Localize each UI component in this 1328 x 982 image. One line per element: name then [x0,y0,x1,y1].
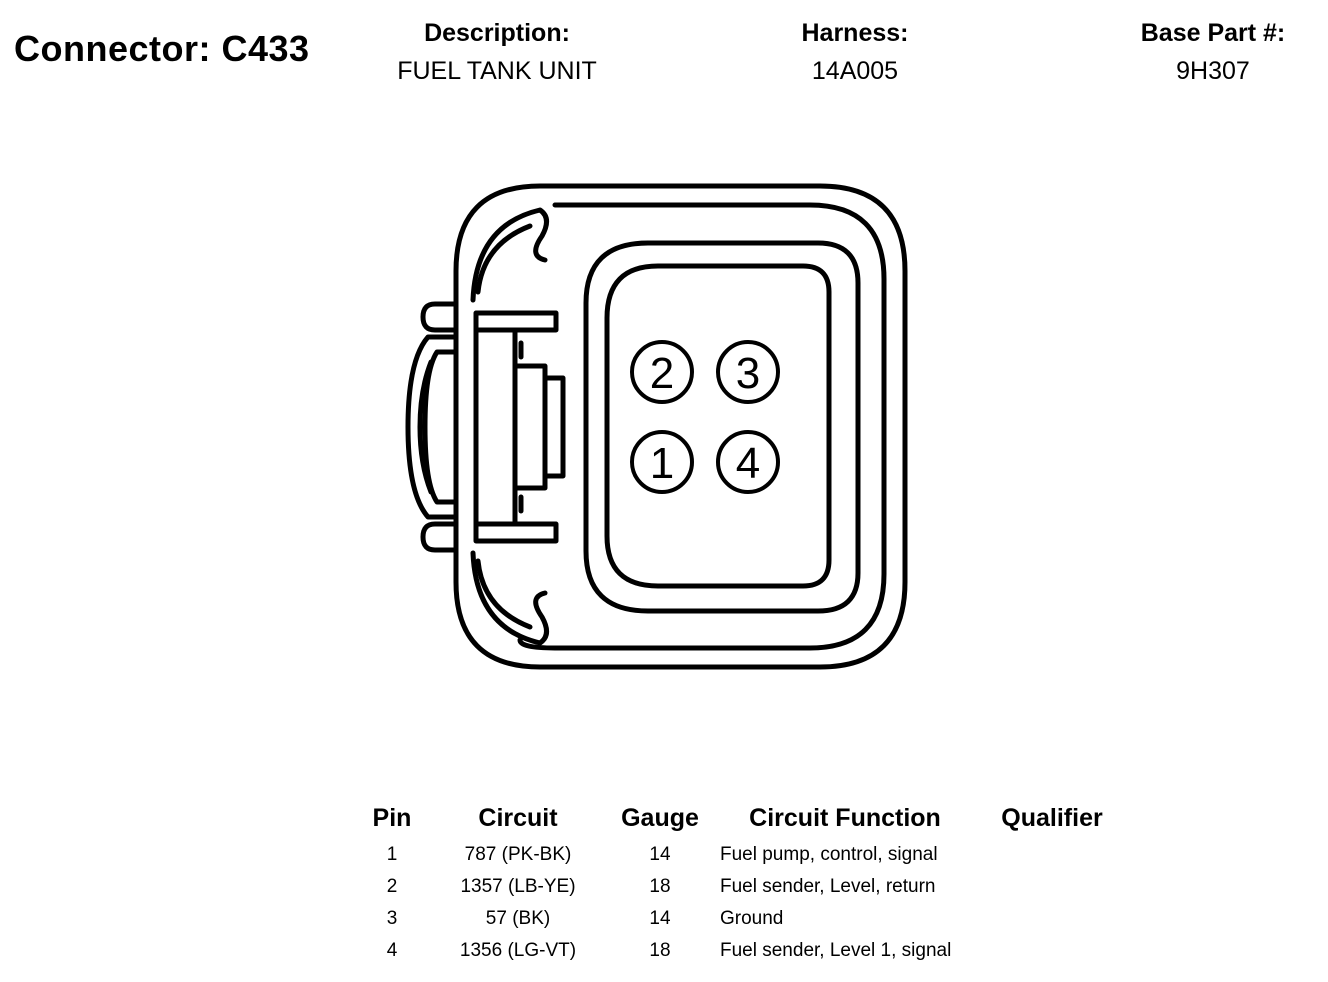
table-row: 2 1357 (LB-YE) 18 Fuel sender, Level, re… [360,871,1122,903]
header-pin: Pin [372,804,412,832]
lock-block [473,310,559,333]
harness-value: 14A005 [811,57,899,85]
row-circuit: 1357 (LB-YE) [460,876,576,897]
pin-3-circle [716,340,780,404]
row-gauge: 14 [649,908,671,929]
row-function: Ground [720,908,784,929]
row-qualifier [982,839,1122,871]
row-qualifier [982,871,1122,903]
connector-housing-inner [517,202,887,651]
header-circuit: Circuit [478,804,558,832]
row-pin: 1 [386,844,398,865]
lower-latch [470,550,549,646]
base-part-column: Base Part #: 9H307 [1063,18,1328,86]
pin-label-1: 1 [650,439,674,488]
connector-housing-outer [453,183,908,670]
harness-column: Harness: 14A005 [705,18,1005,86]
row-function: Fuel sender, Level, return [720,876,936,897]
table-row: 3 57 (BK) 14 Ground [360,903,1122,935]
base-part-label: Base Part #: [1140,19,1286,47]
header-function: Circuit Function [749,804,941,832]
pin-face-outer [583,240,861,614]
description-label: Description: [424,19,570,47]
pin-4-circle [716,430,780,494]
pin-face-inner [604,263,832,589]
row-circuit: 57 (BK) [485,908,551,929]
row-function: Fuel pump, control, signal [720,844,938,865]
upper-latch [470,207,549,303]
row-pin: 4 [386,940,398,961]
header-gauge: Gauge [621,804,699,832]
row-gauge: 18 [649,940,671,961]
pin-label-2: 2 [650,349,674,398]
pin-label-4: 4 [736,439,760,488]
pin-table-header: Pin Circuit Gauge Circuit Function Quali… [360,804,1122,839]
header-qualifier: Qualifier [1001,804,1103,832]
side-tab-inner [422,349,459,505]
row-function: Fuel sender, Level 1, signal [720,940,952,961]
row-circuit: 1356 (LG-VT) [459,940,577,961]
row-qualifier [982,903,1122,935]
description-column: Description: FUEL TANK UNIT [347,18,647,86]
row-pin: 3 [386,908,398,929]
connector-diagram: 2 3 1 4 [405,183,908,670]
harness-label: Harness: [801,19,909,47]
base-part-value: 9H307 [1176,57,1250,85]
side-tab-outer [405,334,459,520]
row-circuit: 787 (PK-BK) [464,844,572,865]
row-pin: 2 [386,876,398,897]
pin-table: Pin Circuit Gauge Circuit Function Quali… [360,804,1122,967]
pin-label-3: 3 [736,349,760,398]
table-row: 1 787 (PK-BK) 14 Fuel pump, control, sig… [360,839,1122,871]
table-row: 4 1356 (LG-VT) 18 Fuel sender, Level 1, … [360,935,1122,967]
row-gauge: 14 [649,844,671,865]
row-qualifier [982,935,1122,967]
description-value: FUEL TANK UNIT [397,57,597,85]
connector-title: Connector: C433 [14,28,310,69]
row-gauge: 18 [649,876,671,897]
pin-1-circle [630,430,694,494]
upper-peg [420,301,459,333]
pin-2-circle [630,340,694,404]
lower-peg [420,521,459,553]
